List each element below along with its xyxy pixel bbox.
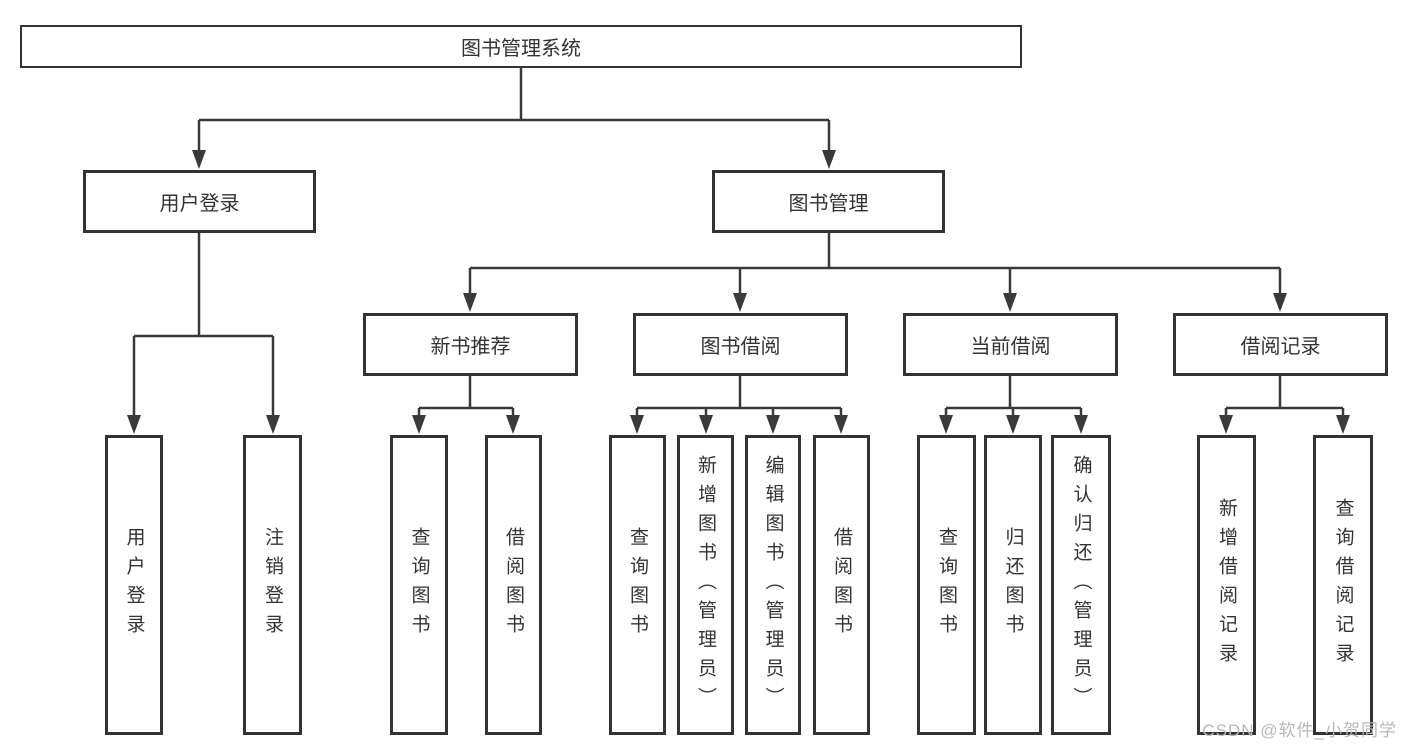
node-leaf-user-login: 用户登录 [105,435,163,735]
node-leaf-borrow-books-label: 借阅图书 [831,527,852,643]
node-current-borrowing-label: 当前借阅 [970,336,1051,358]
node-leaf-query-borrow-record: 查询借阅记录 [1313,435,1373,735]
node-leaf-add-borrow-record: 新增借阅记录 [1197,435,1256,735]
node-leaf-query-borrow-record-label: 查询借阅记录 [1332,498,1354,672]
node-leaf-edit-book-admin-label: 编辑图书（管理员） [762,454,784,716]
node-user-login-label: 用户登录 [159,193,240,215]
node-new-book-recommendation-label: 新书推荐 [430,336,511,358]
node-new-book-recommendation: 新书推荐 [363,313,578,376]
node-leaf-query-books-current-label: 查询图书 [936,527,957,643]
node-leaf-borrow-books-recommend-label: 借阅图书 [503,527,524,643]
node-book-management: 图书管理 [712,170,945,233]
node-leaf-logout: 注销登录 [243,435,302,735]
node-leaf-query-books-borrow: 查询图书 [609,435,666,735]
node-leaf-confirm-return-admin-label: 确认归还（管理员） [1070,454,1092,716]
node-leaf-return-books-label: 归还图书 [1002,527,1024,643]
node-library-system: 图书管理系统 [20,25,1022,68]
node-leaf-return-books: 归还图书 [984,435,1042,735]
node-book-borrowing-label: 图书借阅 [700,336,781,358]
node-leaf-confirm-return-admin: 确认归还（管理员） [1051,435,1111,735]
node-user-login: 用户登录 [83,170,316,233]
node-leaf-query-books-recommend: 查询图书 [390,435,448,735]
node-leaf-query-books-recommend-label: 查询图书 [408,527,430,643]
node-leaf-user-login-label: 用户登录 [123,527,145,643]
node-leaf-add-book-admin: 新增图书（管理员） [677,435,734,735]
node-book-borrowing: 图书借阅 [633,313,848,376]
node-leaf-add-borrow-record-label: 新增借阅记录 [1216,498,1237,672]
node-borrowing-records: 借阅记录 [1173,313,1388,376]
node-leaf-query-books-current: 查询图书 [917,435,976,735]
node-borrowing-records-label: 借阅记录 [1240,336,1321,358]
node-current-borrowing: 当前借阅 [903,313,1118,376]
node-leaf-logout-label: 注销登录 [262,527,283,643]
node-leaf-add-book-admin-label: 新增图书（管理员） [695,454,716,716]
node-leaf-borrow-books: 借阅图书 [813,435,870,735]
node-leaf-query-books-borrow-label: 查询图书 [627,527,648,643]
node-leaf-edit-book-admin: 编辑图书（管理员） [745,435,801,735]
node-leaf-borrow-books-recommend: 借阅图书 [485,435,542,735]
node-library-system-label: 图书管理系统 [461,38,581,60]
node-book-management-label: 图书管理 [788,193,869,215]
